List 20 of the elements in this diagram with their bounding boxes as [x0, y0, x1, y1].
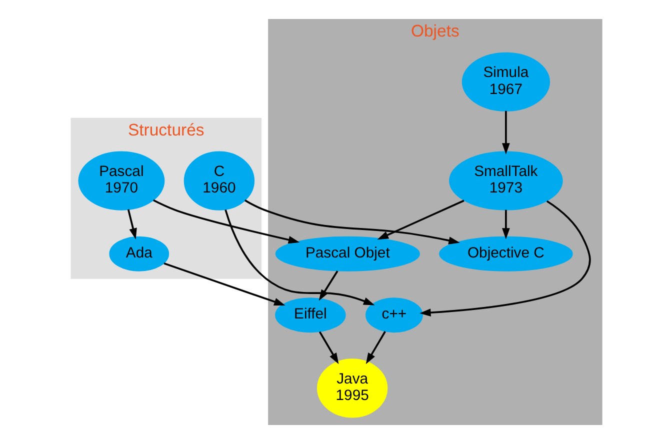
arrow [126, 209, 136, 240]
arrow [502, 210, 510, 240]
node-ellipse: Ada [108, 236, 169, 272]
node-ellipse: c++ [365, 298, 422, 333]
node-ellipse: Java 1995 [316, 358, 388, 418]
arrow [224, 209, 374, 306]
arrow [365, 331, 386, 364]
arrow [419, 200, 590, 316]
arrow [318, 331, 338, 364]
arrow [376, 200, 464, 240]
arrow [502, 110, 510, 154]
node-ellipse: Simula 1967 [461, 52, 550, 112]
node-ellipse: Eiffel [274, 298, 346, 333]
arrow [244, 200, 460, 244]
node-ellipse: SmallTalk 1973 [448, 151, 562, 210]
arrow [152, 199, 300, 244]
node-ellipse: C 1960 [183, 151, 254, 210]
arrow [163, 262, 285, 306]
node-ellipse: Pascal 1970 [78, 151, 164, 210]
arrow [318, 270, 338, 301]
